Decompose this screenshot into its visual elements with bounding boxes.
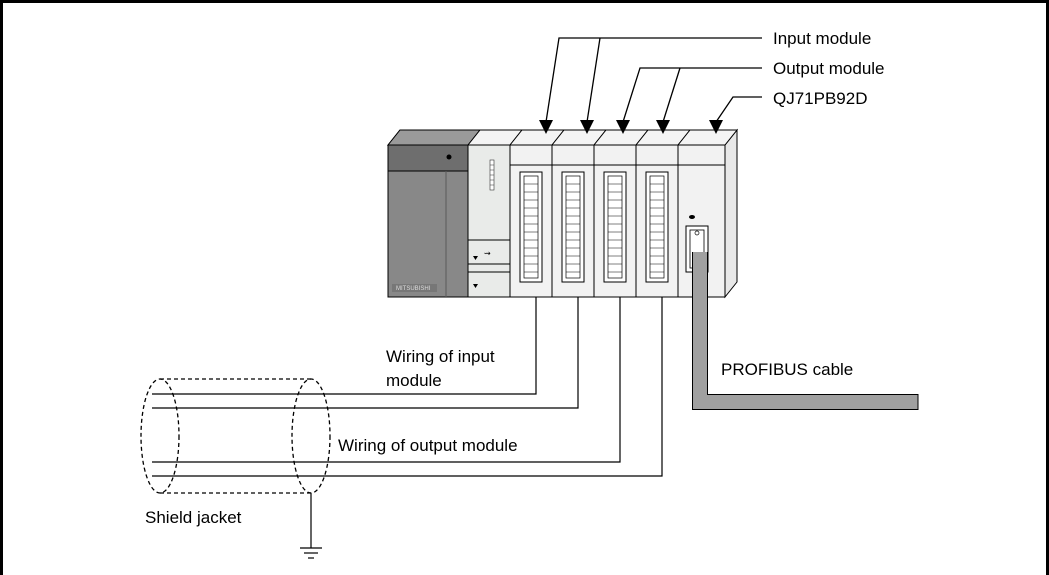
input-wire-2 [152,297,579,409]
output-wire-2 [152,297,663,477]
qj71pb92d-module [676,129,739,298]
label-profibus-cable: PROFIBUS cable [721,360,853,379]
callout-arrowheads [539,120,723,134]
label-input-module: Input module [773,29,871,48]
io-module-3 [592,129,650,298]
label-shield-jacket: Shield jacket [145,508,242,527]
profibus-cable [693,252,918,409]
status-led-icon [689,215,695,219]
input-wire-1 [152,297,537,395]
label-output-module: Output module [773,59,885,78]
label-wiring-input-line1: Wiring of input [386,347,495,366]
label-wiring-output: Wiring of output module [338,436,518,455]
label-wiring-input-line2: module [386,371,442,390]
ground-icon [300,493,322,559]
callout-lines [545,37,762,123]
usb-icon: ⇝ [484,249,491,258]
power-supply-logo: MITSUBISHI [396,286,431,292]
io-module-1 [508,129,566,298]
output-wire-1 [152,297,621,463]
io-module-2 [550,129,608,298]
io-module-4 [634,129,692,298]
power-supply-module: MITSUBISHI [386,129,482,298]
power-led-icon [446,154,452,160]
plc-base-unit: MITSUBISHI ⇝ [386,128,739,299]
label-qj71pb92d: QJ71PB92D [773,89,868,108]
